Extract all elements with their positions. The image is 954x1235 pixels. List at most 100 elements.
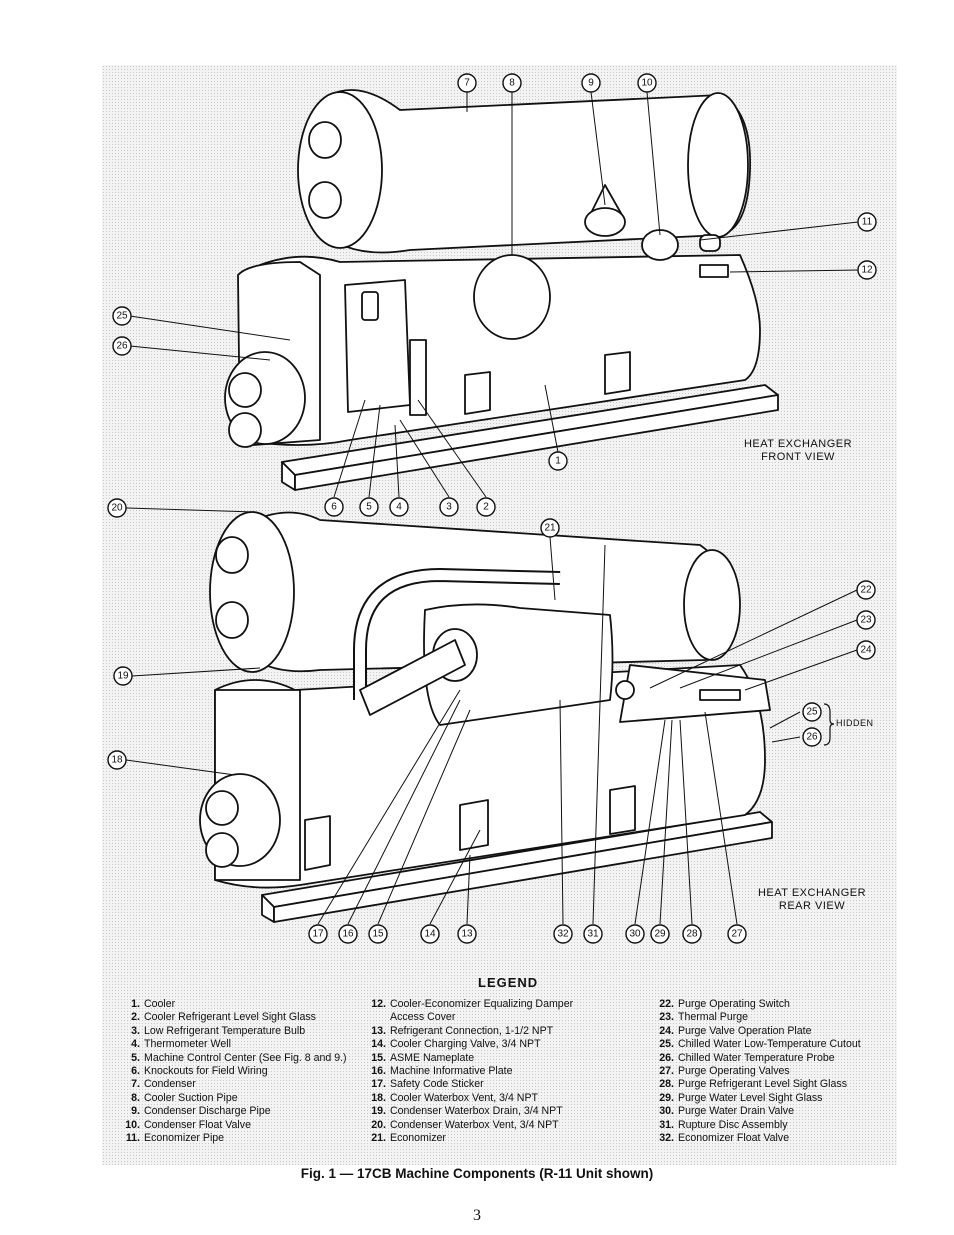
legend-item: 25.Chilled Water Low-Temperature Cutout <box>659 1038 861 1051</box>
callout-16: 16 <box>338 924 358 944</box>
svg-text:21: 21 <box>544 523 556 534</box>
front-condenser-shell <box>319 89 751 254</box>
legend-item: 1.Cooler <box>131 998 176 1010</box>
callout-14: 14 <box>420 924 440 944</box>
svg-text:15: 15 <box>372 929 384 940</box>
legend-item: 21.Economizer <box>371 1132 446 1145</box>
legend-item: 31.Rupture Disc Assembly <box>659 1118 788 1131</box>
front-suction-pipe <box>473 254 551 340</box>
legend-item: 3.Low Refrigerant Temperature Bulb <box>131 1024 306 1037</box>
svg-text:2: 2 <box>483 502 489 513</box>
legend-column-3: 22.Purge Operating Switch 23.Thermal Pur… <box>652 998 861 1145</box>
front-condenser-head <box>297 91 383 249</box>
callout-15: 15 <box>368 924 388 944</box>
svg-text:19: 19 <box>117 671 129 682</box>
svg-text:6: 6 <box>331 502 337 513</box>
legend-item: 9.Condenser Discharge Pipe <box>131 1105 271 1118</box>
legend-item: 18.Cooler Waterbox Vent, 3/4 NPT <box>371 1091 538 1104</box>
svg-text:31: 31 <box>587 929 599 940</box>
rear-view-label: HEAT EXCHANGER REAR VIEW <box>752 887 872 913</box>
rear-purge-unit <box>619 664 771 723</box>
callout-6: 6 <box>324 497 344 517</box>
callout-18: 18 <box>107 750 127 770</box>
legend-item: 15.ASME Nameplate <box>371 1051 475 1064</box>
legend-item: 10.Condenser Float Valve <box>125 1118 251 1131</box>
svg-text:4: 4 <box>396 502 402 513</box>
svg-text:12: 12 <box>861 265 873 276</box>
callout-22: 22 <box>856 580 876 600</box>
svg-text:18: 18 <box>111 755 123 766</box>
callout-17: 17 <box>308 924 328 944</box>
callout-20: 20 <box>107 498 127 518</box>
svg-text:5: 5 <box>366 502 372 513</box>
svg-text:22: 22 <box>860 585 872 596</box>
callout-26-rear: 26 <box>802 727 822 747</box>
legend-item: 8.Cooler Suction Pipe <box>131 1091 238 1104</box>
callout-12: 12 <box>857 260 877 280</box>
legend-item: 4.Thermometer Well <box>131 1038 231 1051</box>
svg-text:10: 10 <box>641 78 653 89</box>
svg-text:29: 29 <box>654 929 666 940</box>
legend-item: 24.Purge Valve Operation Plate <box>659 1024 812 1037</box>
callout-27: 27 <box>727 924 747 944</box>
callout-5: 5 <box>359 497 379 517</box>
callout-25-rear: 25 <box>802 702 822 722</box>
legend-item: 23.Thermal Purge <box>659 1011 749 1024</box>
legend-item: 11.Economizer Pipe <box>125 1132 225 1145</box>
legend-column-2: 12.Cooler-Economizer Equalizing Damper A… <box>364 998 573 1145</box>
callout-31: 31 <box>583 924 603 944</box>
legend-column-1: 1.Cooler 2.Cooler Refrigerant Level Sigh… <box>118 998 347 1145</box>
callout-9: 9 <box>581 73 601 93</box>
svg-text:17: 17 <box>312 929 324 940</box>
legend-item: 22.Purge Operating Switch <box>659 998 790 1010</box>
callout-28: 28 <box>682 924 702 944</box>
svg-text:27: 27 <box>731 929 743 940</box>
callout-19: 19 <box>113 666 133 686</box>
callout-8: 8 <box>502 73 522 93</box>
callout-29: 29 <box>650 924 670 944</box>
callout-3: 3 <box>439 497 459 517</box>
callout-30: 30 <box>625 924 645 944</box>
legend-item: 14.Cooler Charging Valve, 3/4 NPT <box>371 1038 541 1051</box>
legend-item: 30.Purge Water Drain Valve <box>659 1105 794 1118</box>
svg-text:25: 25 <box>806 707 818 718</box>
legend-item: 32.Economizer Float Valve <box>659 1132 790 1145</box>
legend-item: 2.Cooler Refrigerant Level Sight Glass <box>131 1011 316 1024</box>
figure-caption: Fig. 1 — 17CB Machine Components (R-11 U… <box>300 1166 654 1181</box>
hidden-label: HIDDEN <box>836 718 874 728</box>
svg-text:13: 13 <box>461 929 473 940</box>
legend-item: 20.Condenser Waterbox Vent, 3/4 NPT <box>371 1118 559 1131</box>
legend-item: 26.Chilled Water Temperature Probe <box>659 1051 835 1064</box>
legend-item: 27.Purge Operating Valves <box>659 1065 790 1078</box>
rear-view-label-line2: REAR VIEW <box>778 900 846 912</box>
svg-text:8: 8 <box>509 78 515 89</box>
svg-text:11: 11 <box>862 217 873 228</box>
legend-item: 5.Machine Control Center (See Fig. 8 and… <box>131 1051 347 1064</box>
legend-item: 16.Machine Informative Plate <box>371 1065 513 1078</box>
legend-item: 17.Safety Code Sticker <box>371 1078 484 1091</box>
callout-7: 7 <box>457 73 477 93</box>
callout-24: 24 <box>856 640 876 660</box>
svg-text:7: 7 <box>464 78 470 89</box>
svg-text:25: 25 <box>116 311 128 322</box>
callout-32: 32 <box>553 924 573 944</box>
svg-text:28: 28 <box>686 929 698 940</box>
legend-item: 28.Purge Refrigerant Level Sight Glass <box>659 1078 847 1091</box>
svg-text:26: 26 <box>116 341 128 352</box>
svg-text:32: 32 <box>557 929 569 940</box>
svg-text:1: 1 <box>555 456 561 467</box>
callout-11: 11 <box>857 212 877 232</box>
legend-item: 13.Refrigerant Connection, 1-1/2 NPT <box>371 1024 554 1037</box>
legend-item: 29.Purge Water Level Sight Glass <box>659 1091 823 1104</box>
svg-text:23: 23 <box>860 615 872 626</box>
legend-item: 6.Knockouts for Field Wiring <box>131 1065 268 1078</box>
callout-4: 4 <box>389 497 409 517</box>
svg-text:30: 30 <box>629 929 641 940</box>
svg-text:16: 16 <box>342 929 354 940</box>
callout-1: 1 <box>548 451 568 471</box>
rear-view-label-line1: HEAT EXCHANGER <box>757 887 867 899</box>
front-view-label: HEAT EXCHANGER FRONT VIEW <box>738 438 858 464</box>
svg-text:24: 24 <box>860 645 872 656</box>
callout-13: 13 <box>457 924 477 944</box>
